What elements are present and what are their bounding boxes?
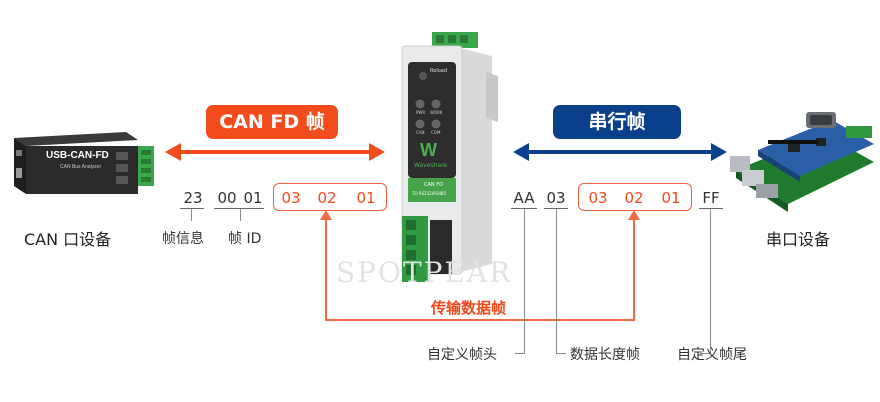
frame-id-underline	[214, 208, 264, 209]
frame-info-label: 帧信息	[162, 231, 204, 247]
converter-device: Reload PWR WORK CAN COM W Waveshare CAN …	[398, 32, 502, 282]
serial-bidirectional-arrow	[513, 143, 727, 161]
waveshare-brand: Waveshare	[414, 162, 448, 169]
length-connector-horizontal	[556, 353, 566, 354]
usb-can-fd-device: USB-CAN-FD CAN Bus Analyzer	[8, 128, 156, 198]
serial-head-underline	[511, 208, 537, 209]
watermark-text: SPOTPEAR	[336, 256, 513, 289]
frame-id-byte-1: 00	[217, 189, 237, 207]
device-logo-text: USB-CAN-FD	[46, 150, 109, 161]
serial-data-byte-1: 03	[588, 189, 608, 207]
serial-frame-pill: 串行帧	[553, 105, 681, 139]
custom-head-label: 自定义帧头	[427, 347, 497, 363]
length-connector-vertical	[556, 209, 557, 353]
head-connector-horizontal	[515, 353, 525, 354]
serial-length-underline	[544, 208, 568, 209]
transfer-up-arrow-right	[628, 210, 640, 220]
serial-data-byte-3: 01	[661, 189, 681, 207]
device-label-line1: CAN FD	[424, 182, 443, 188]
transfer-line-left	[325, 218, 327, 320]
serial-length-byte: 03	[546, 189, 566, 207]
serial-data-box	[578, 183, 692, 211]
tail-connector-vertical	[710, 209, 711, 353]
canfd-bidirectional-arrow	[165, 143, 385, 161]
serial-data-byte-2: 02	[624, 189, 644, 207]
canfd-data-byte-1: 03	[281, 189, 301, 207]
data-length-label: 数据长度帧	[570, 347, 640, 363]
device-sub-text: CAN Bus Analyzer	[60, 164, 102, 170]
led-label-pwr: PWR	[416, 110, 426, 115]
serial-device-board	[728, 104, 878, 216]
info-connector	[191, 209, 192, 221]
serial-tail-byte: FF	[702, 189, 720, 207]
canfd-data-byte-3: 01	[356, 189, 376, 207]
canfd-frame-pill: CAN FD 帧	[206, 105, 338, 139]
transfer-up-arrow-left	[320, 210, 332, 220]
transfer-data-label: 传输数据帧	[431, 299, 507, 317]
device-label-line2: TO RS232/RS485	[412, 191, 447, 196]
serial-head-byte: AA	[513, 189, 535, 207]
head-connector-vertical	[524, 209, 525, 353]
frame-id-label: 帧 ID	[228, 231, 262, 247]
tail-connector-horizontal	[700, 353, 710, 354]
canfd-data-byte-2: 02	[317, 189, 337, 207]
led-label-can: CAN	[416, 130, 425, 135]
serial-tail-underline	[699, 208, 723, 209]
led-label-work: WORK	[430, 110, 443, 115]
reset-label: Reload	[430, 68, 448, 74]
can-device-caption: CAN 口设备	[24, 230, 112, 249]
led-label-com: COM	[431, 130, 441, 135]
waveshare-logo-icon: W	[420, 140, 437, 160]
id-connector	[240, 209, 241, 221]
serial-device-caption: 串口设备	[766, 230, 831, 249]
canfd-data-box	[273, 183, 387, 211]
frame-id-byte-2: 01	[243, 189, 263, 207]
custom-tail-label: 自定义帧尾	[677, 347, 747, 363]
transfer-line-right	[633, 218, 635, 320]
frame-info-byte: 23	[183, 189, 203, 207]
transfer-line-bottom	[325, 319, 635, 321]
frame-info-underline	[180, 208, 204, 209]
